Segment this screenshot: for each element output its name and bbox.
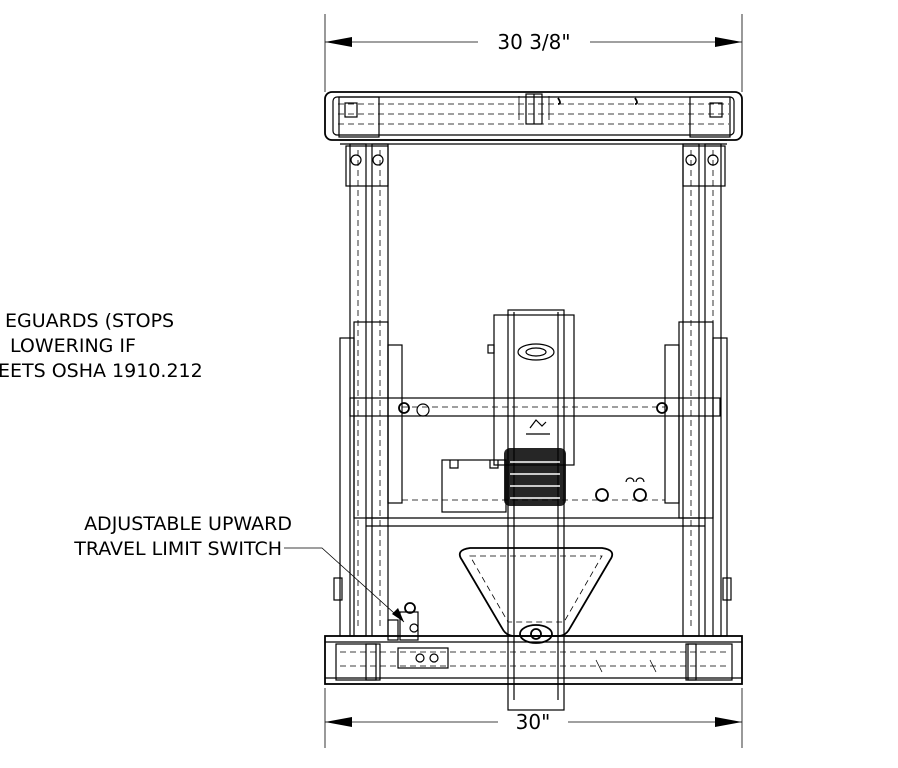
valve-box (441, 459, 647, 513)
bottom-width-label: 30" (516, 710, 551, 734)
limit-switch-callout-line2: TRAVEL LIMIT SWITCH (73, 538, 282, 560)
limit-switch-leader-line (284, 547, 405, 623)
left-column-assembly (333, 143, 403, 637)
foot-plate (458, 547, 614, 637)
safeguard-callout-line3: EETS OSHA 1910.212 (0, 360, 203, 382)
safeguard-callout: EGUARDS (STOPS LOWERING IF EETS OSHA 191… (0, 310, 203, 382)
top-platform (324, 91, 743, 145)
top-width-dimension: 30 3/8" (324, 14, 743, 92)
safeguard-callout-line1: EGUARDS (STOPS (5, 310, 174, 332)
bottom-width-dimension: 30" (324, 688, 743, 748)
top-width-label: 30 3/8" (497, 30, 570, 54)
base-frame (324, 635, 743, 685)
hydraulic-cylinder (487, 309, 575, 711)
safeguard-callout-line2: LOWERING IF (10, 335, 136, 357)
limit-switch-callout-line1: ADJUSTABLE UPWARD (84, 513, 292, 535)
limit-switch (387, 602, 419, 641)
right-column-assembly (664, 143, 732, 637)
limit-switch-callout: ADJUSTABLE UPWARD TRAVEL LIMIT SWITCH (73, 513, 405, 623)
